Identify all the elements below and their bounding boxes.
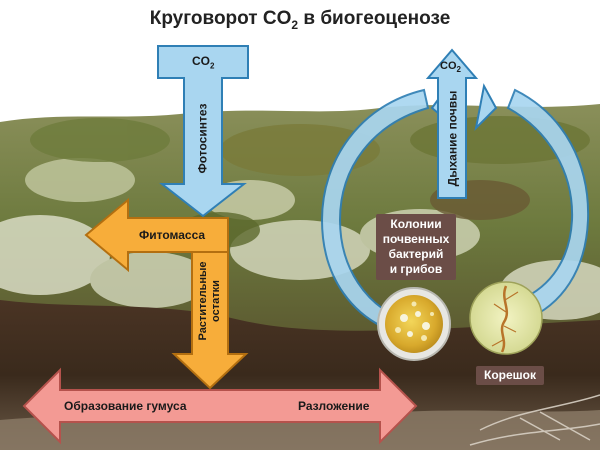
branches: [469, 394, 600, 446]
soil-respiration-label: Дыхание почвы: [445, 90, 460, 187]
humus-double-arrow: [22, 367, 418, 445]
rootlet-label-box: Корешок: [476, 366, 544, 385]
plant-remains-arrow: [171, 251, 249, 390]
colonies-line-3: бактерий: [388, 247, 444, 261]
phytomass-label: Фитомасса: [139, 228, 206, 242]
colonies-label-box: Колонии почвенных бактерий и грибов: [376, 214, 456, 280]
plant-remains-line-1: Растительные: [197, 261, 209, 341]
humus-formation-label: Образование гумуса: [64, 399, 187, 413]
co2-top-label: CO2: [192, 54, 215, 71]
soil-respiration-arrow: [425, 48, 479, 199]
colonies-line-4: и грибов: [389, 262, 443, 276]
decomposition-label: Разложение: [298, 399, 370, 413]
diagram-title: Круговорот CO2 в биогеоценозе: [149, 8, 451, 32]
photosynthesis-arrow: [157, 45, 249, 218]
co2-right-label: CO2: [440, 60, 461, 75]
photosynthesis-label: Фотосинтез: [195, 103, 210, 174]
colonies-line-1: Колонии: [390, 217, 442, 231]
plant-remains-line-2: остатки: [210, 280, 222, 322]
petri-dish-image: [377, 287, 451, 361]
colonies-line-2: почвенных: [382, 232, 450, 246]
plant-remains-label: Растительные остатки: [197, 251, 223, 351]
rootlet-image: [469, 281, 543, 355]
